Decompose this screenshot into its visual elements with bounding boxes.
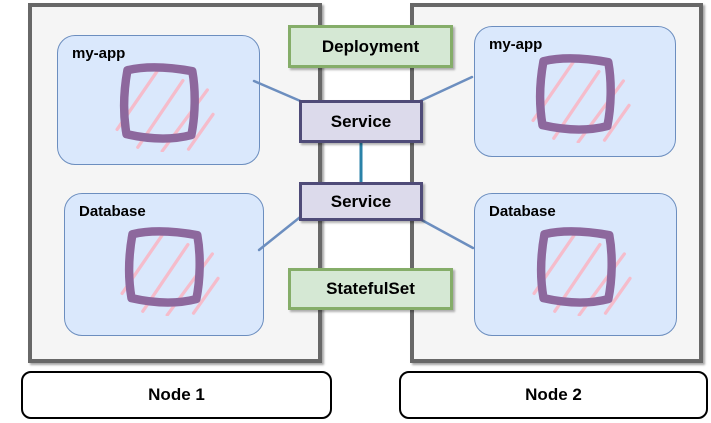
node-1-box: my-app Database bbox=[28, 3, 322, 363]
node-2-label-text: Node 2 bbox=[525, 385, 582, 404]
service-app-box: Service bbox=[299, 100, 423, 143]
deployment-label: Deployment bbox=[321, 36, 420, 56]
pod-database-node2: Database bbox=[474, 193, 677, 336]
pod-label: my-app bbox=[489, 36, 543, 53]
service-db-box: Service bbox=[299, 182, 423, 221]
pod-database-node1: Database bbox=[64, 193, 264, 336]
node-1-label-text: Node 1 bbox=[148, 385, 205, 404]
statefulset-label: StatefulSet bbox=[326, 279, 415, 298]
statefulset-box: StatefulSet bbox=[288, 268, 453, 310]
service-app-label: Service bbox=[330, 111, 392, 131]
service-db-label: Service bbox=[330, 191, 392, 211]
pod-icon bbox=[120, 227, 220, 316]
pod-icon bbox=[531, 227, 632, 316]
deployment-box: Deployment bbox=[288, 25, 453, 68]
node-1-label: Node 1 bbox=[21, 371, 332, 419]
pod-label: my-app bbox=[72, 45, 126, 62]
pod-my-app-node1: my-app bbox=[57, 35, 260, 165]
pod-icon bbox=[531, 54, 631, 143]
pod-icon bbox=[114, 63, 215, 152]
pod-my-app-node2: my-app bbox=[474, 26, 676, 157]
node-2-box: my-app Database bbox=[410, 3, 703, 363]
pod-label: Database bbox=[79, 203, 146, 220]
node-2-label: Node 2 bbox=[399, 371, 708, 419]
pod-label: Database bbox=[489, 203, 556, 220]
